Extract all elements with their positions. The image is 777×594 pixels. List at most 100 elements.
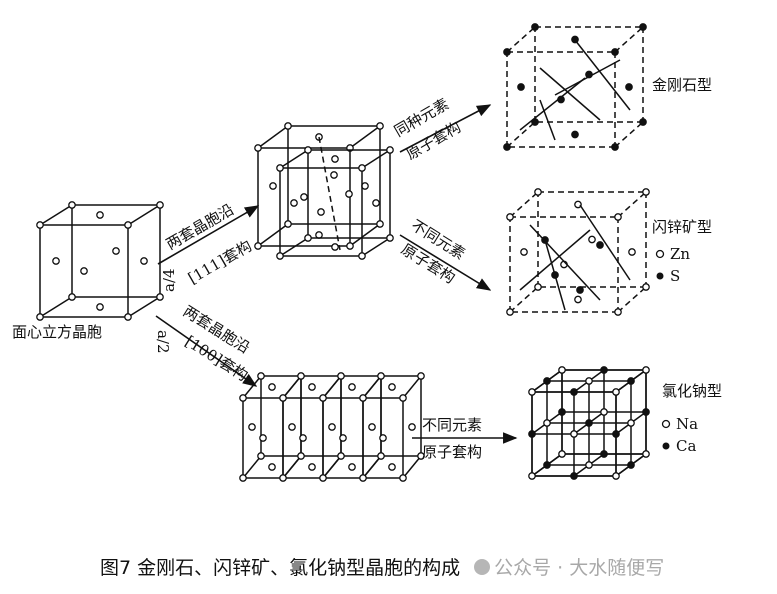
fcc-a-atom [254,242,262,250]
chain-atom [319,394,327,402]
na-atom [558,450,566,458]
chain-cell-edge [362,375,382,399]
chain-atom [299,434,307,442]
ca-atom [612,430,620,438]
fcc-atom [36,221,44,229]
label-shift111-frac: a/4 [160,268,178,292]
fcc-atom [124,221,132,229]
chain-atom [308,383,316,391]
chain-atom [257,452,265,460]
zn-atom [642,188,650,196]
fcc-b-atom [345,190,353,198]
chain-atom [379,434,387,442]
zincblende-bond [519,229,591,291]
fcc-atom [68,293,76,301]
arrow-fcc-to-111 [157,205,260,265]
legend-ca: Ca [676,437,696,455]
fcc-cell-a-edge [257,125,289,149]
diamond-bond [539,99,556,141]
diamond-atom [531,23,539,31]
fcc-cell-a-edge [257,223,289,247]
chain-atom [279,394,287,402]
chain-atom [408,423,416,431]
zn-atom [642,283,650,291]
s-atom [596,241,604,249]
na-atom [543,419,551,427]
diamond-bond [519,77,586,131]
zincblende-bond [544,239,566,311]
chain-cell-edge [242,455,262,479]
fcc-cell-a-edge [349,125,381,149]
fcc-atom [52,257,60,265]
diamond-atom [571,130,579,139]
fcc-atom [124,313,132,321]
na-atom [642,450,650,458]
diamond-atom [639,118,647,126]
diamond-cell-edge [506,26,536,53]
chain-atom [239,474,247,482]
s-atom [576,286,584,294]
chain-atom [359,474,367,482]
fcc-b-atom [386,234,394,242]
zn-atom [534,283,542,291]
fcc-cell-edge [127,296,161,318]
zn-atom [574,295,582,304]
zincblende-cell-edge [617,191,647,218]
na-atom [585,461,593,469]
label-shift111-top: 两套晶胞沿 [163,200,237,253]
chain-atom [297,452,305,460]
zincblende-cell-edge [509,191,539,218]
legend-na: Na [676,415,698,433]
diamond-atom [625,83,633,91]
diamond-bond [539,67,601,121]
arrow-to-zincblende [399,234,492,291]
chain-cell-edge [402,375,422,399]
diamond-cell-edge [614,26,644,53]
fcc-a-atom [254,144,262,152]
fcc-b-atom [372,199,380,207]
ca-atom [627,377,635,385]
fcc-a-atom [300,193,308,201]
chain-atom [248,423,256,431]
zn-atom [588,235,596,244]
chain-atom [339,434,347,442]
zincblende-bond [529,224,601,301]
fcc-cell-b-edge [361,237,391,257]
chain-atom [308,463,316,471]
chain-atom [399,394,407,402]
fcc-atom [140,257,148,265]
ca-atom [600,450,608,458]
fcc-a-atom [284,220,292,228]
fcc-atom [156,293,164,301]
fcc-b-atom [290,199,298,207]
label-diamond: 金刚石型 [652,76,712,94]
fcc-a-atom [346,242,354,250]
chain-cell-edge [242,375,262,399]
legend-na-marker [661,419,671,429]
ca-atom [642,408,650,416]
fcc-cell-edge [39,204,73,226]
chain-atom [288,423,296,431]
chain-atom [417,452,425,460]
na-atom [558,366,566,374]
fcc-b-atom [304,234,312,242]
na-atom [585,377,593,385]
ca-atom [543,377,551,385]
diamond-cell-edge [614,121,644,148]
ca-atom [528,430,536,438]
arrow-fcc-to-100 [155,315,258,387]
fcc-b-atom [304,146,312,154]
chain-atom [268,463,276,471]
na-atom [627,419,635,427]
fcc-a-atom [361,182,369,190]
label-shift100-frac: a/2 [154,330,172,354]
chain-atom [359,394,367,402]
zn-atom [614,213,622,221]
fcc-b-atom [276,252,284,260]
fcc-b-atom [386,146,394,154]
fcc-atom [80,267,88,275]
ca-atom [543,461,551,469]
watermark-text: 公众号 · 大水随便写 [494,557,665,579]
fcc-a-atom [330,171,338,179]
zn-atom [534,188,542,196]
